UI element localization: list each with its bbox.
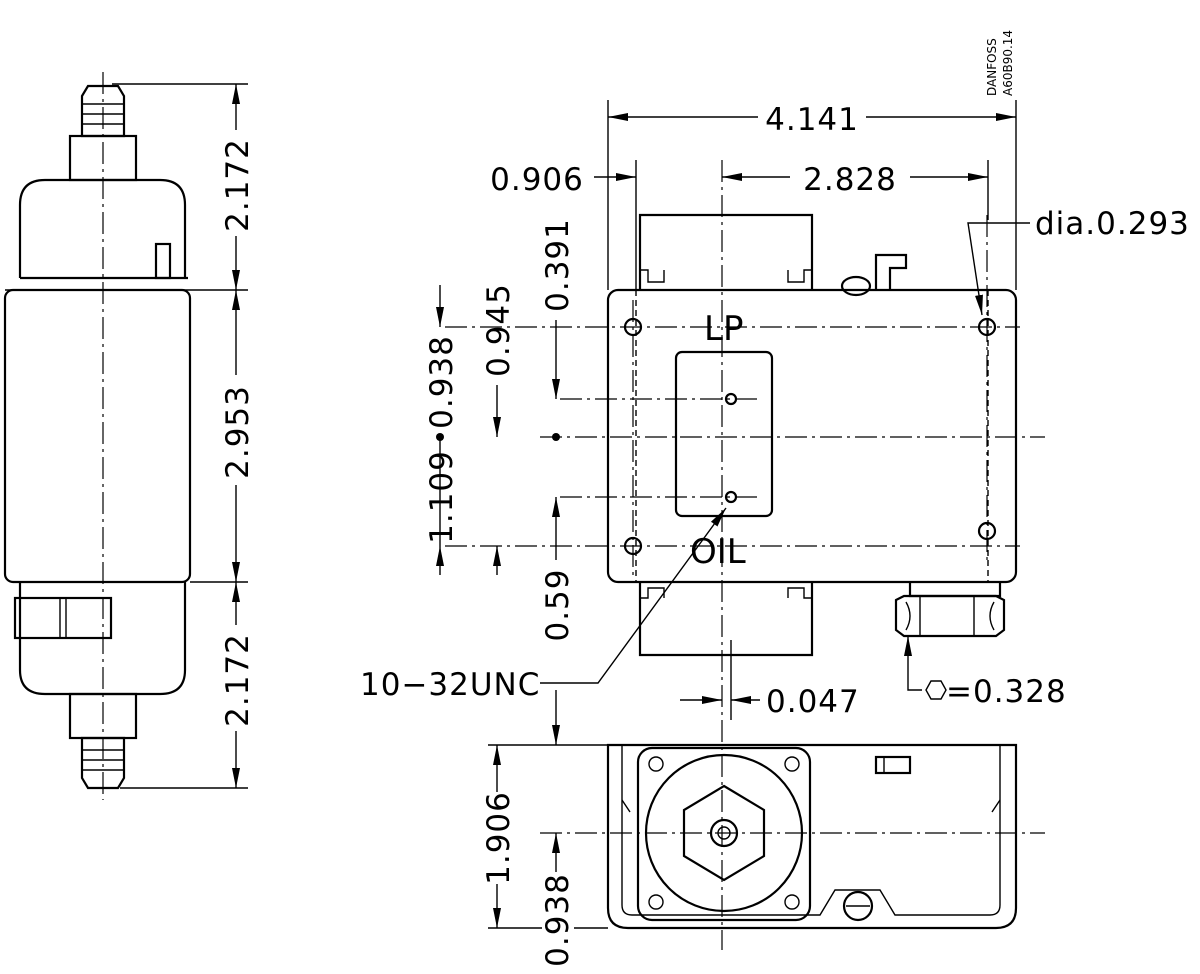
oil-label: OIL — [690, 532, 746, 572]
thread-label: 10−32UNC — [360, 667, 540, 703]
side-hex-nut — [13, 596, 113, 640]
bottom-slot — [874, 755, 912, 775]
bottom-fitting — [80, 736, 126, 790]
bottom-hex — [682, 784, 766, 882]
top-screw — [840, 275, 872, 297]
thread-callout: 10−32UNC — [360, 507, 727, 703]
dim-side-mid: 2.953 — [220, 385, 256, 479]
dim-bottom-center: 0.938 — [540, 873, 576, 967]
hex-icon — [925, 680, 947, 700]
upper-housing — [18, 178, 187, 278]
front-horizontal-dimensions: 4.141 0.906 2.828 dia.0.293 — [490, 100, 1190, 316]
bottom-body — [606, 743, 1018, 930]
front-vertical-dimensions: 0.938 1.109 0.945 0.391 0.59 — [424, 218, 576, 641]
dim-left-offset: 0.906 — [490, 162, 584, 198]
dim-side-top: 2.172 — [220, 138, 256, 232]
dim-hole-spacing: 2.828 — [803, 162, 897, 198]
gland-hex — [894, 594, 1006, 638]
bottom-connector — [638, 582, 814, 657]
dim-side-bottom: 2.172 — [220, 633, 256, 727]
dim-bottom-height: 1.906 — [481, 791, 517, 885]
bottom-dimensions: 1.906 0.938 — [481, 690, 608, 967]
drawing-id: DANFOSS A60B90.14 — [985, 30, 1015, 96]
logo-danfoss: DANFOSS — [985, 38, 999, 96]
hex-callout: =0.328 — [904, 636, 1067, 710]
dim-hole-diameter: dia.0.293 — [1035, 206, 1190, 242]
side-body — [3, 288, 192, 584]
drawing-number: A60B90.14 — [1001, 30, 1015, 96]
side-view — [3, 72, 192, 800]
dim-059: 0.59 — [540, 568, 576, 641]
front-view — [436, 160, 1045, 950]
bottom-view — [540, 743, 1045, 930]
dim-0391: 0.391 — [540, 218, 576, 312]
top-connector — [638, 213, 814, 290]
dim-0945: 0.945 — [481, 283, 517, 377]
dim-0047: 0.047 — [766, 684, 860, 720]
bottom-plate — [636, 746, 812, 922]
dim-overall-width: 4.141 — [765, 102, 859, 138]
lp-label: LP — [704, 309, 743, 349]
front-body — [606, 288, 1018, 584]
side-dimensions: 2.172 2.953 2.172 — [112, 83, 256, 789]
top-clip — [874, 253, 908, 290]
dim-hex-size: =0.328 — [946, 674, 1067, 710]
dim-1109: 1.109 — [424, 450, 460, 544]
dim-0938: 0.938 — [424, 335, 460, 429]
gland-neck — [908, 582, 1002, 598]
offset-dimension: 0.047 — [680, 640, 860, 720]
bottom-screw — [842, 890, 874, 922]
front-window — [674, 350, 774, 518]
